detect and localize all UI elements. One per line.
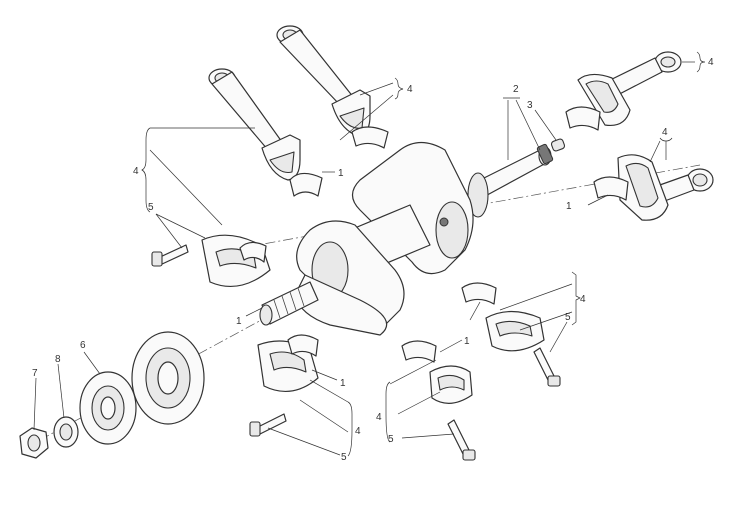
callout-3: 3 [527,100,533,111]
connecting-rod-left [208,68,301,181]
crankshaft [259,141,554,336]
callout-1-top: 1 [338,168,344,179]
washer-part [53,416,79,448]
callout-1-lower: 1 [340,378,346,389]
callout-4-bottom-left: 4 [355,426,361,437]
connecting-rod-right-bottom [617,154,714,221]
callout-5-bottom-center: 5 [388,434,394,445]
callout-4-bottom-center: 4 [376,412,382,423]
callout-7: 7 [32,368,38,379]
callout-4-bottom-right: 4 [580,294,586,305]
connecting-rod-right-top [577,51,682,127]
callout-5-left: 5 [148,202,154,213]
rod-cap-lower-left [257,334,319,393]
bearing-shells-right [565,106,629,201]
connecting-rod-center [276,25,371,137]
rod-bolts [151,244,561,461]
callout-4-right: 4 [662,127,668,138]
rod-cap-lower-right [485,310,545,352]
callout-4-top-center: 4 [407,84,413,95]
nut-part [19,427,49,459]
callout-4-left: 4 [133,166,139,177]
callout-1-left: 1 [236,316,242,327]
callout-8: 8 [55,354,61,365]
bearing-shells-bottom [401,282,497,363]
callout-2: 2 [513,84,519,95]
callout-6: 6 [80,340,86,351]
timing-gear-small [79,371,137,445]
callout-5-bottom-right: 5 [565,312,571,323]
leader-lines [33,51,706,457]
callout-1-bottom: 1 [464,336,470,347]
callout-1-right: 1 [566,201,572,212]
rod-cap-upper-left [201,234,271,288]
callout-labels: 2 3 4 4 4 4 5 1 1 1 1 1 4 5 4 5 4 5 6 7 … [32,57,714,463]
callout-4-top-right: 4 [708,57,714,68]
rod-cap-lower-center [429,365,473,404]
bearing-shells-top [289,126,389,197]
plug-part [550,138,566,152]
callout-5-bottom-left: 5 [341,452,347,463]
timing-gear-large [131,331,205,425]
